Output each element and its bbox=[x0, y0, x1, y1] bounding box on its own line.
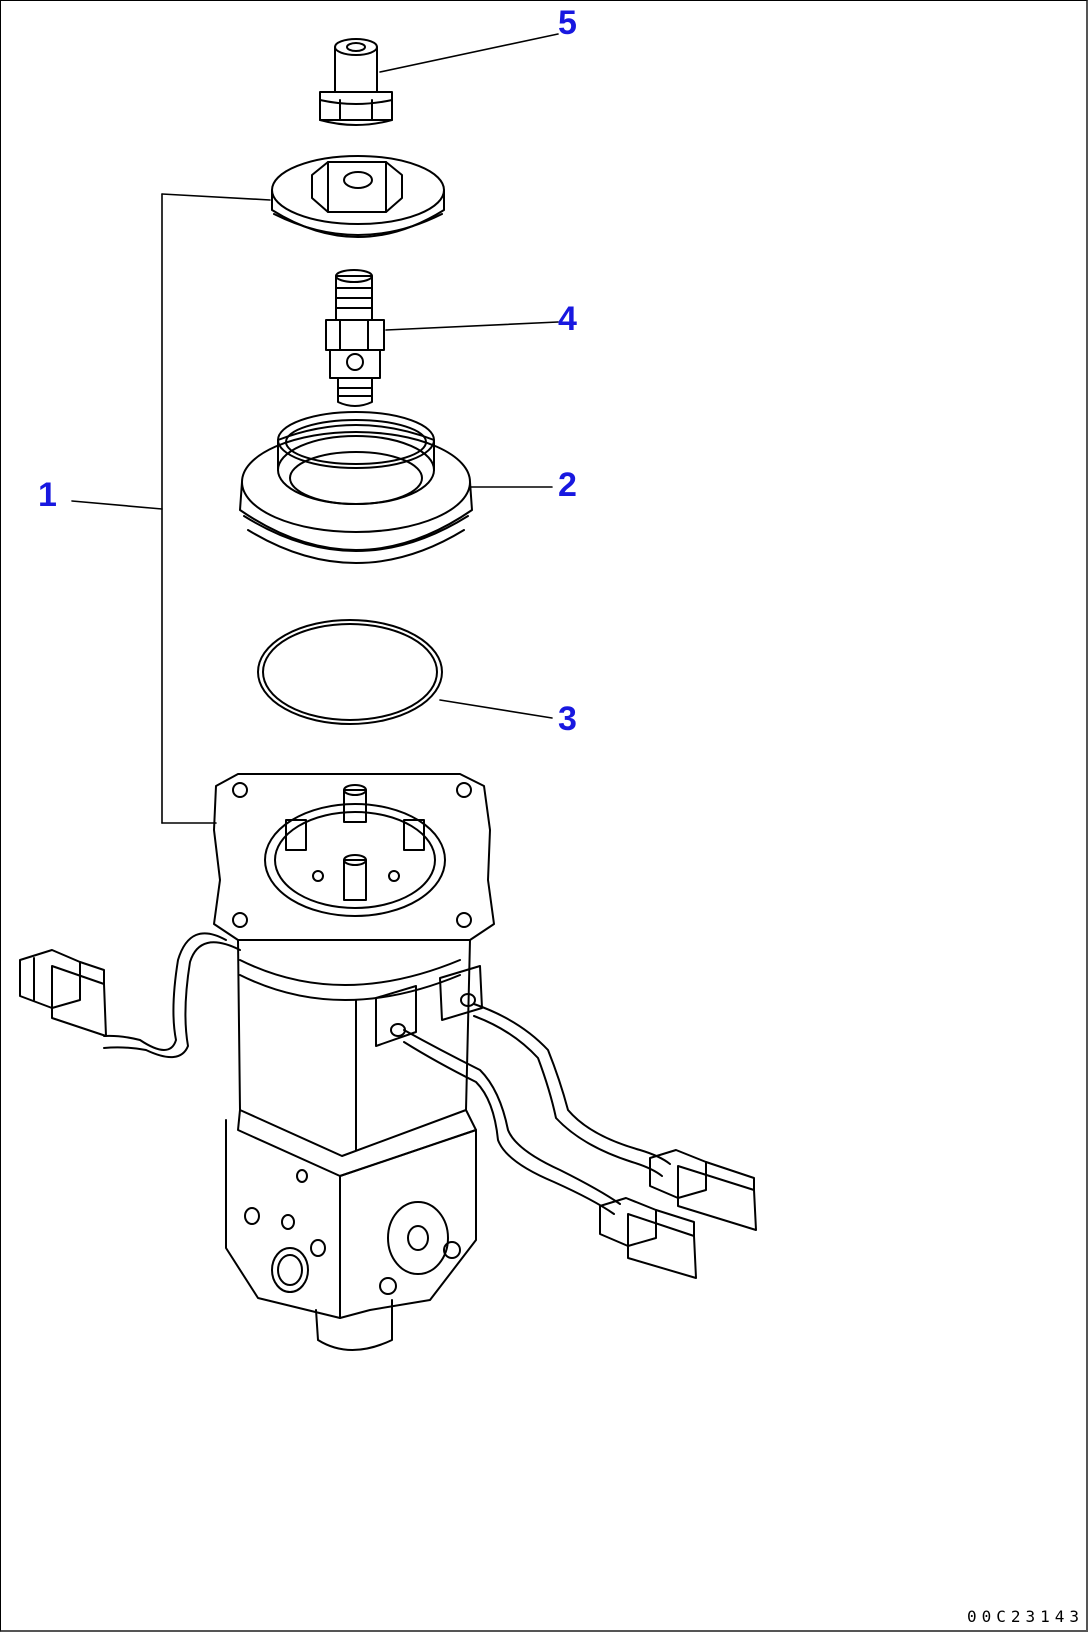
solenoid-body bbox=[225, 939, 483, 1351]
top-plate bbox=[271, 155, 445, 238]
callout-5: 5 bbox=[558, 4, 577, 42]
part-2-cover bbox=[239, 411, 473, 564]
callout-2: 2 bbox=[558, 466, 577, 504]
callout-1: 1 bbox=[38, 476, 57, 514]
part-4-stud bbox=[325, 269, 385, 407]
right-harness bbox=[403, 1003, 757, 1279]
callout-3: 3 bbox=[558, 700, 577, 738]
drawing-code: 00C23143 bbox=[966, 1607, 1084, 1626]
leader-lines bbox=[71, 33, 559, 824]
left-harness bbox=[19, 932, 241, 1058]
part-5-fitting bbox=[319, 38, 393, 126]
part-3-o-ring bbox=[257, 619, 443, 725]
callout-4: 4 bbox=[558, 300, 577, 338]
valve-flange bbox=[213, 773, 495, 941]
